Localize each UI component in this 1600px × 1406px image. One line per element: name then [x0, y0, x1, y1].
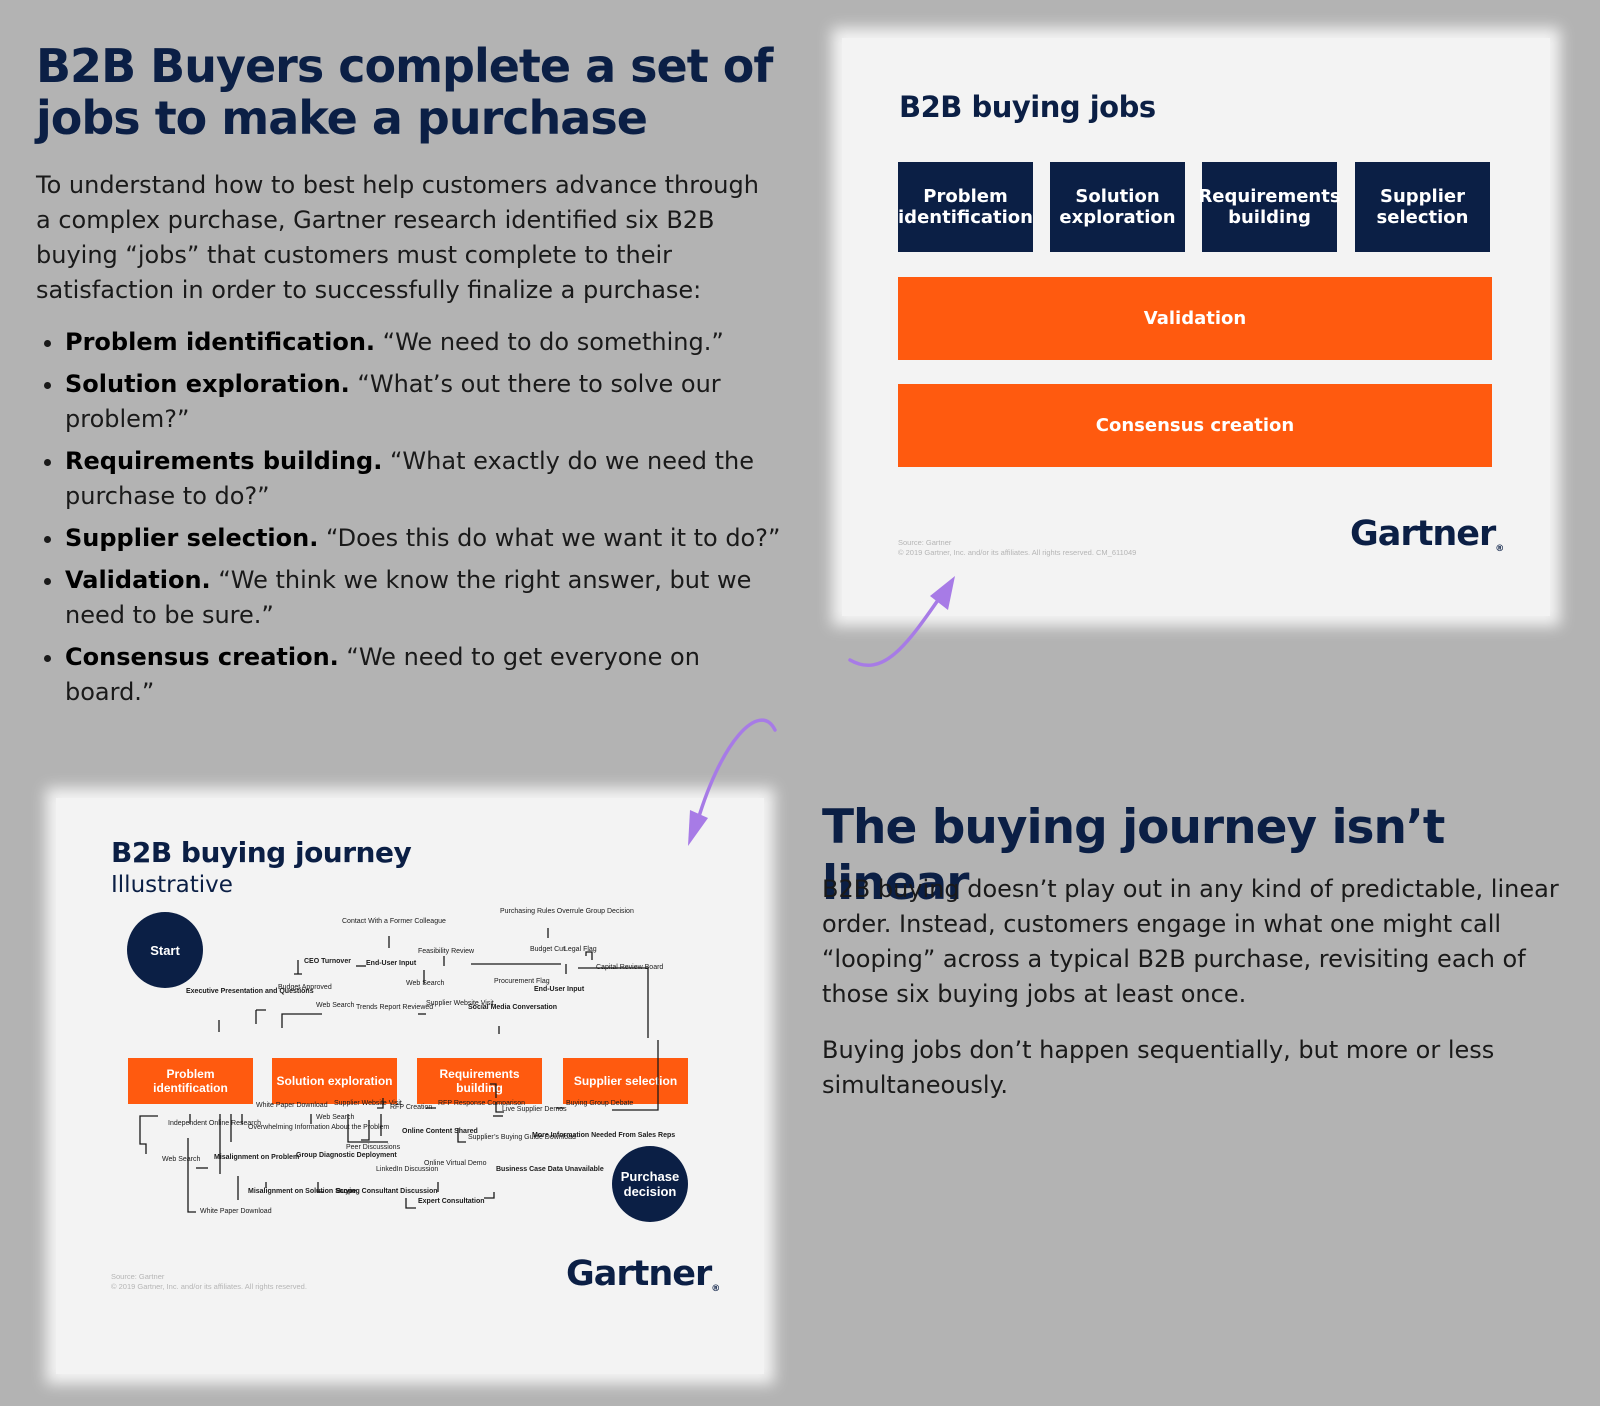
- journey-label: Misalignment on Problem: [214, 1154, 300, 1161]
- bullet-quote: “What exactly do we need the purchase to…: [65, 447, 755, 510]
- journey-job-solution: Solution exploration: [272, 1058, 397, 1104]
- journey-label: Overwhelming Information About the Probl…: [248, 1124, 390, 1131]
- bullet-quote: “Does this do what we want it to do?”: [318, 524, 781, 552]
- journey-label: Web Search: [162, 1156, 201, 1163]
- jobs-bullet-list: Problem identification. “We need to do s…: [36, 325, 796, 717]
- logo-text: Gartner: [566, 1254, 712, 1294]
- journey-label: Executive Presentation and Questions: [186, 988, 314, 995]
- journey-label: Peer Discussions: [346, 1144, 401, 1151]
- journey-label: Purchasing Rules Overrule Group Decision: [500, 908, 634, 915]
- copyright-note: © 2019 Gartner, Inc. and/or its affiliat…: [898, 548, 1137, 557]
- journey-paragraph-1: B2B buying doesn’t play out in any kind …: [822, 875, 1559, 1008]
- journey-label: Web Search: [316, 1114, 355, 1121]
- journey-label: End-User Input: [366, 960, 417, 967]
- journey-label: Budget Cut: [530, 946, 566, 953]
- bullet-item: Solution exploration. “What’s out there …: [36, 367, 796, 437]
- journey-paragraph-2: Buying jobs don’t happen sequentially, b…: [822, 1036, 1495, 1099]
- journey-label: Misalignment on Solution Scope: [248, 1188, 357, 1195]
- journey-job-problem: Problem identification: [128, 1058, 253, 1104]
- bullet-item: Validation. “We think we know the right …: [36, 563, 796, 633]
- gartner-logo: Gartner®: [1350, 514, 1504, 554]
- journey-label: Live Supplier Demos: [502, 1106, 567, 1113]
- bullet-quote: “We need to do something.”: [375, 328, 724, 356]
- journey-label: LinkedIn Discussion: [376, 1166, 439, 1173]
- journey-label: Web Search: [406, 980, 445, 987]
- journey-label: Budget Approved: [278, 984, 332, 991]
- copyright-note: © 2019 Gartner, Inc. and/or its affiliat…: [111, 1282, 307, 1291]
- bullet-term: Supplier selection.: [65, 524, 319, 552]
- journey-label: Independent Online Research: [168, 1120, 262, 1127]
- journey-label: Online Virtual Demo: [424, 1160, 487, 1167]
- journey-label: Supplier’s Buying Guide Download: [468, 1134, 576, 1141]
- logo-text: Gartner: [1350, 514, 1496, 554]
- consensus-bar: Consensus creation: [898, 384, 1492, 467]
- journey-label: RFP Creation: [390, 1104, 433, 1111]
- job-box-supplier: Supplier selection: [1355, 162, 1490, 252]
- journey-label: Web Search: [316, 1002, 355, 1009]
- job-box-requirements: Requirements building: [1198, 162, 1341, 252]
- journey-label: Legal Flag: [564, 946, 597, 953]
- bullet-quote: “We think we know the right answer, but …: [65, 566, 752, 629]
- card-subtitle: Illustrative: [111, 872, 233, 898]
- source-note: Source: Gartner: [111, 1272, 165, 1281]
- bullet-item: Consensus creation. “We need to get ever…: [36, 640, 796, 710]
- journey-label: RFP Response Comparison: [438, 1100, 526, 1107]
- journey-label: Expert Consultation: [418, 1198, 485, 1205]
- intro-paragraph: To understand how to best help customers…: [36, 171, 759, 304]
- start-circle: Start: [127, 912, 203, 988]
- journey-label: Procurement Flag: [494, 978, 550, 985]
- logo-registered-mark: ®: [711, 1284, 721, 1294]
- journey-label: Supplier Website Visit: [426, 1000, 494, 1007]
- journey-flow-lines: [139, 928, 659, 1213]
- journey-job-requirements: Requirements building: [417, 1058, 542, 1104]
- journey-label: Online Content Shared: [402, 1128, 478, 1135]
- journey-label: Business Case Data Unavailable: [496, 1166, 604, 1173]
- purchase-decision-circle: Purchase decision: [612, 1146, 688, 1222]
- bullet-term: Consensus creation.: [65, 643, 339, 671]
- journey-label: Social Media Conversation: [468, 1004, 558, 1011]
- journey-label: Buying Group Debate: [566, 1100, 634, 1107]
- job-box-problem: Problem identification: [898, 162, 1033, 252]
- bullet-term: Validation.: [65, 566, 211, 594]
- journey-label: More Information Needed From Sales Reps: [532, 1132, 676, 1139]
- journey-label: Buying Consultant Discussion: [336, 1188, 438, 1195]
- main-heading: B2B Buyers complete a set of jobs to mak…: [36, 39, 773, 145]
- bullet-item: Supplier selection. “Does this do what w…: [36, 521, 796, 556]
- bullet-item: Requirements building. “What exactly do …: [36, 444, 796, 514]
- logo-registered-mark: ®: [1495, 544, 1505, 554]
- validation-bar: Validation: [898, 277, 1492, 360]
- bullet-term: Solution exploration.: [65, 370, 350, 398]
- journey-label: End-User Input: [534, 986, 585, 993]
- journey-job-supplier: Supplier selection: [563, 1058, 688, 1104]
- job-box-solution: Solution exploration: [1050, 162, 1185, 252]
- bullet-item: Problem identification. “We need to do s…: [36, 325, 796, 360]
- buying-jobs-card: B2B buying jobs Problem identification S…: [842, 38, 1550, 616]
- journey-label: Supplier Website Visit: [334, 1100, 402, 1107]
- source-note: Source: Gartner: [898, 538, 952, 547]
- bullet-term: Requirements building.: [65, 447, 383, 475]
- bullet-term: Problem identification.: [65, 328, 376, 356]
- journey-label: Contact With a Former Colleague: [342, 918, 446, 925]
- journey-label: Group Diagnostic Deployment: [296, 1152, 397, 1159]
- bullet-quote: “We need to get everyone on board.”: [65, 643, 700, 706]
- journey-label: CEO Turnover: [304, 958, 351, 965]
- card-title: B2B buying jobs: [899, 90, 1156, 124]
- journey-heading: The buying journey isn’t linear: [822, 800, 1445, 911]
- journey-label: Trends Report Reviewed: [356, 1004, 434, 1011]
- journey-label: White Paper Download: [200, 1208, 272, 1215]
- buying-journey-card: B2B buying journey Illustrative Start Pu…: [56, 798, 764, 1374]
- gartner-logo: Gartner®: [566, 1254, 720, 1294]
- journey-label: Feasibility Review: [418, 948, 475, 955]
- card-title: B2B buying journey: [111, 836, 412, 869]
- journey-label: Capital Review Board: [596, 964, 664, 971]
- journey-label: White Paper Download: [256, 1102, 328, 1109]
- bullet-quote: “What’s out there to solve our problem?”: [65, 370, 721, 433]
